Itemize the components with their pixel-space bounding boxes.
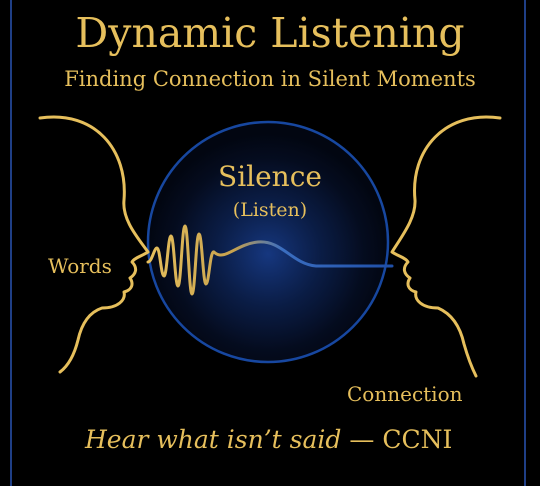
tagline-dash: — — [349, 425, 375, 454]
tagline-org: CCNI — [382, 425, 453, 454]
right-face-profile-icon — [390, 115, 502, 378]
silence-label: Silence — [218, 160, 322, 193]
left-face-profile-icon — [38, 115, 150, 374]
poster-frame — [10, 0, 526, 486]
words-label: Words — [48, 254, 112, 278]
tagline-quote: Hear what isn’t said — [85, 425, 342, 454]
connection-label: Connection — [347, 382, 463, 406]
poster-subtitle: Finding Connection in Silent Moments — [64, 67, 476, 91]
tagline: Hear what isn’t said — CCNI — [85, 424, 452, 456]
sound-wave-icon — [146, 224, 394, 296]
listen-sublabel: (Listen) — [232, 199, 308, 221]
poster-title: Dynamic Listening — [75, 9, 465, 57]
